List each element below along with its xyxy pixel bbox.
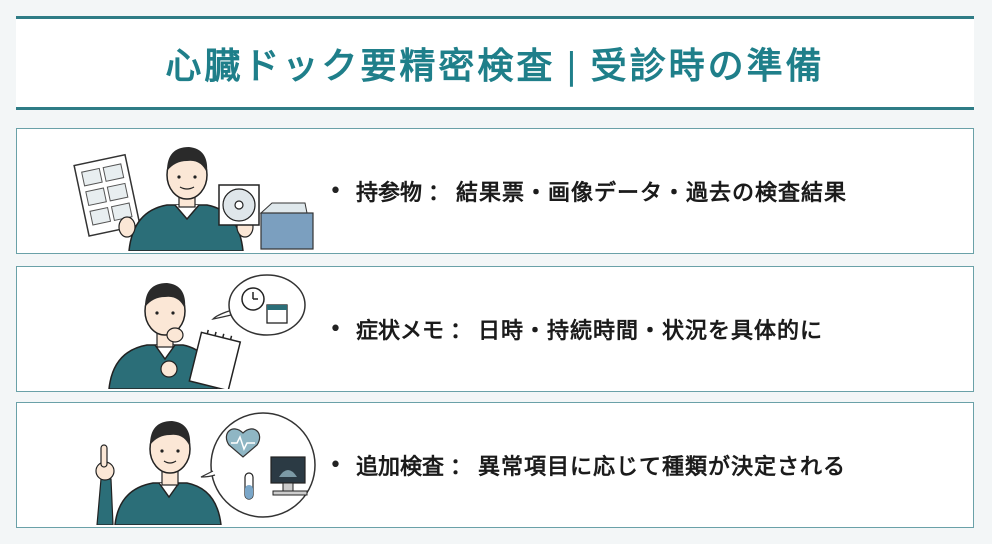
list-item: • 持参物 ： 結果票・画像データ・過去の検査結果	[329, 129, 847, 253]
bullet: •	[329, 316, 342, 342]
title-separator: |	[565, 46, 581, 87]
item-label: 持参物	[355, 181, 422, 206]
item-text: 異常項目に応じて種類が決定される	[478, 455, 847, 480]
list-item: • 追加検査 ： 異常項目に応じて種類が決定される	[329, 403, 846, 527]
item-label: 追加検査	[355, 455, 444, 480]
title-main: 心臓ドック要精密検査	[165, 46, 556, 87]
card-symptom-memo: • 症状メモ ： 日時・持続時間・状況を具体的に	[16, 266, 974, 392]
item-colon: ：	[450, 455, 473, 480]
page-title: 心臓ドック要精密検査|受診時の準備	[165, 37, 824, 89]
title-sub: 受診時の準備	[590, 46, 825, 87]
title-banner: 心臓ドック要精密検査|受診時の準備	[16, 16, 974, 110]
item-label: 症状メモ	[355, 319, 444, 344]
list-item: • 症状メモ ： 日時・持続時間・状況を具体的に	[329, 267, 823, 391]
card-additional-tests: • 追加検査 ： 異常項目に応じて種類が決定される	[16, 402, 974, 528]
item-colon: ：	[428, 181, 451, 206]
card-belongings: • 持参物 ： 結果票・画像データ・過去の検査結果	[16, 128, 974, 254]
bullet: •	[329, 178, 342, 204]
item-text: 結果票・画像データ・過去の検査結果	[456, 181, 848, 206]
person-with-documents-illustration	[73, 147, 314, 251]
bullet: •	[329, 452, 342, 478]
person-writing-memo-illustration	[108, 274, 306, 389]
item-colon: ：	[450, 319, 473, 344]
item-text: 日時・持続時間・状況を具体的に	[478, 319, 824, 344]
person-pointing-heart-illustration	[95, 412, 316, 525]
